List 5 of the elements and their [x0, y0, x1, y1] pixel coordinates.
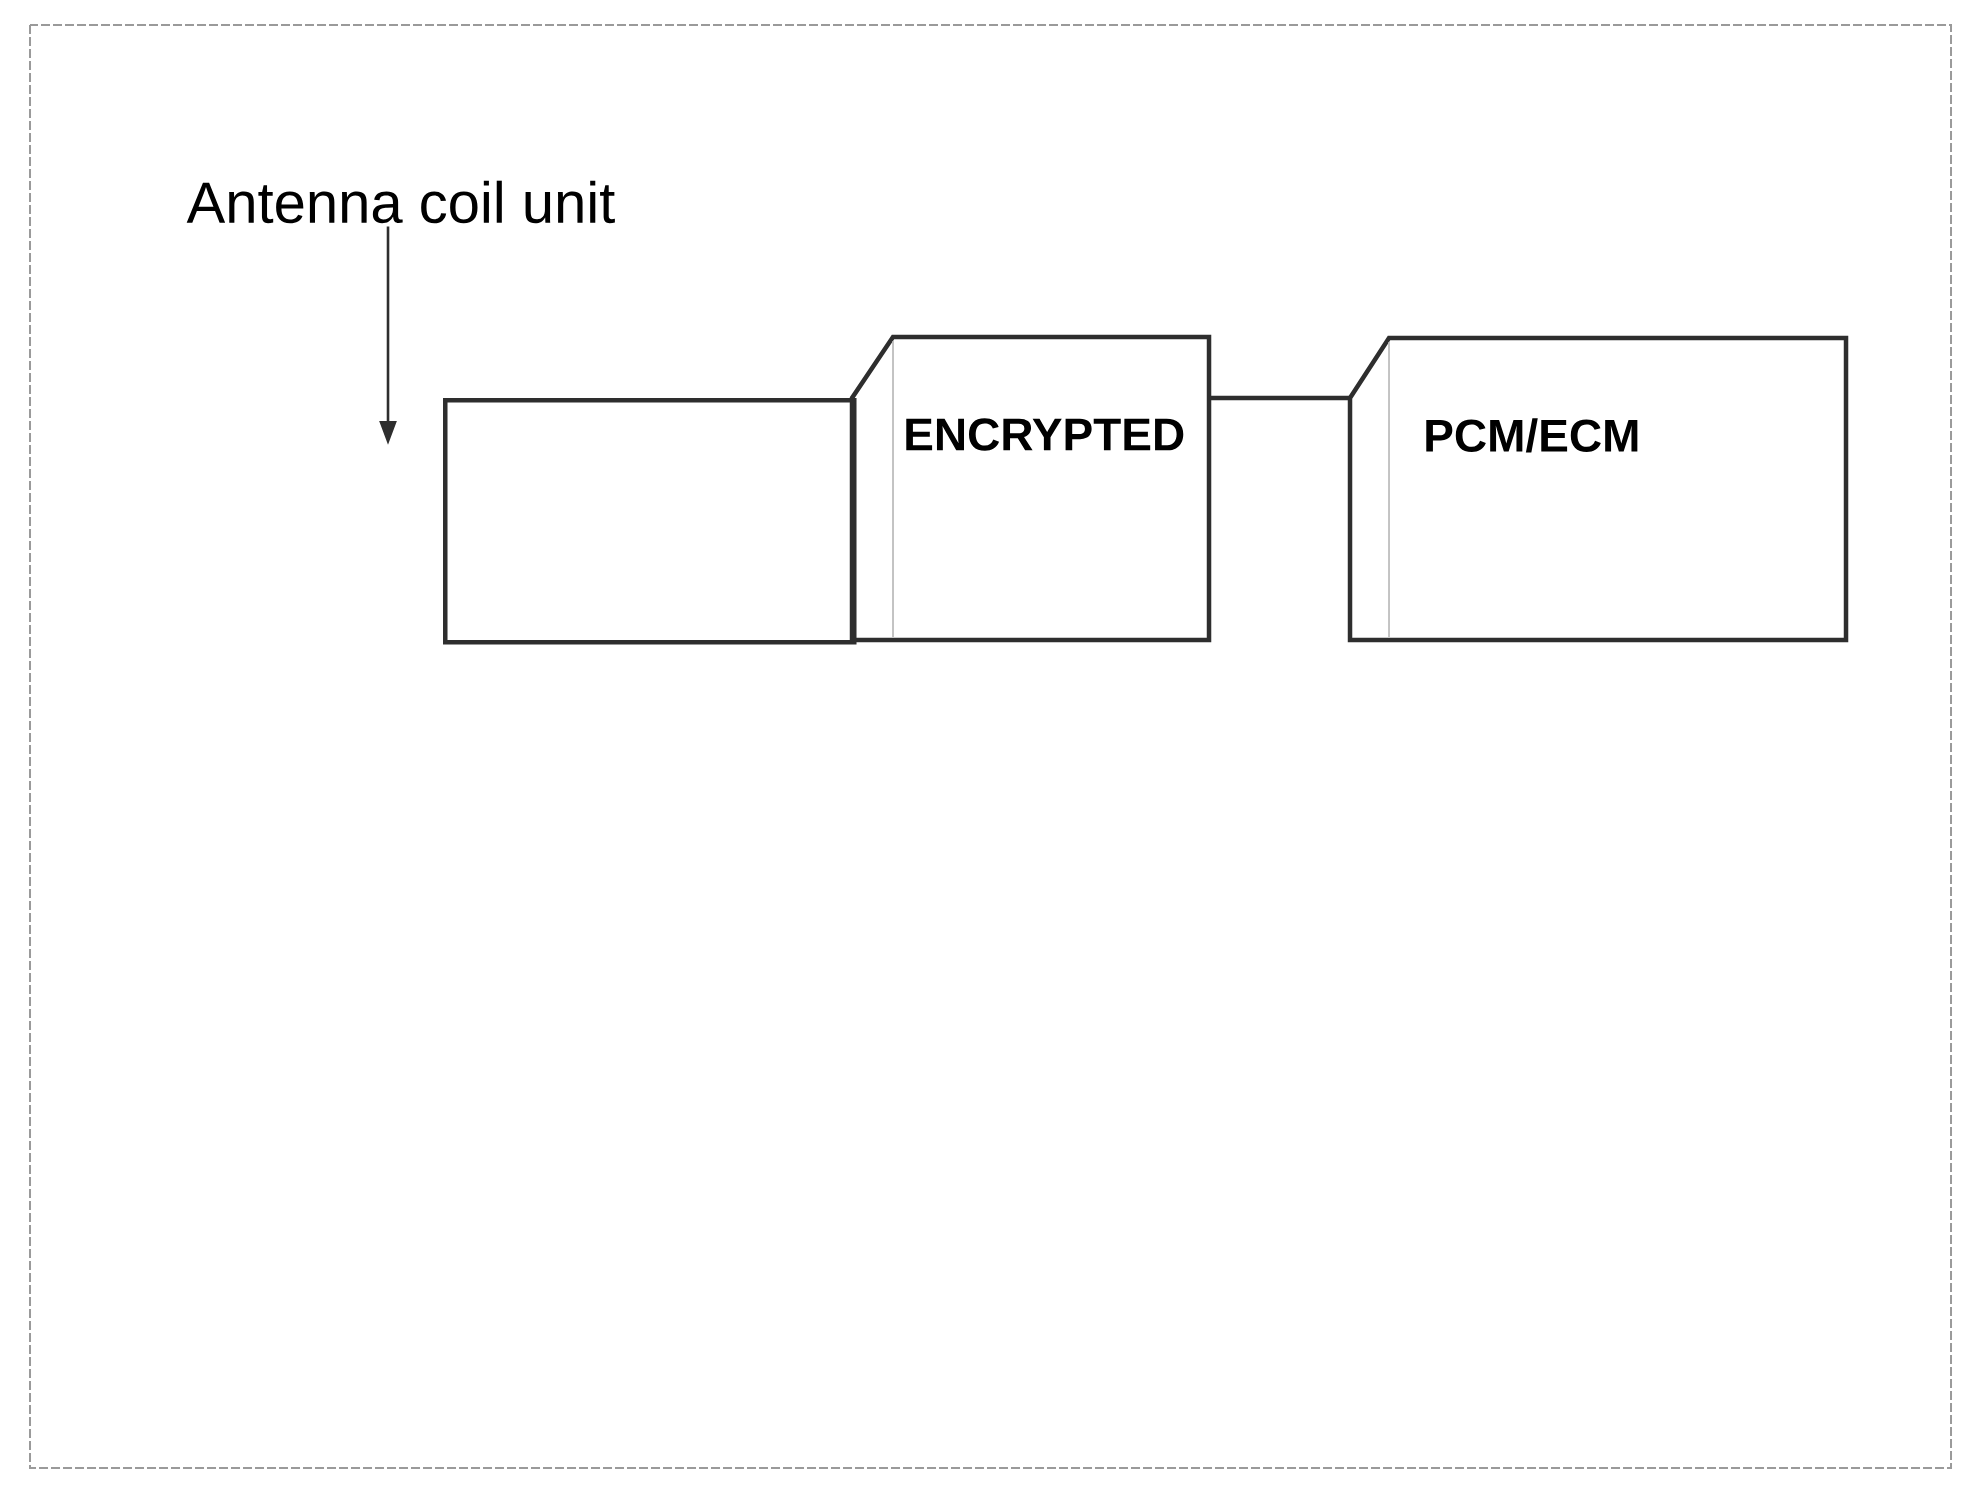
module-box: ENCRYPTED — [849, 334, 1212, 643]
part-label: Antenna coil unit — [186, 180, 615, 224]
connector-line — [1209, 395, 1350, 401]
box-outline — [443, 398, 857, 645]
module-box: PCM/ECM — [1347, 335, 1849, 643]
